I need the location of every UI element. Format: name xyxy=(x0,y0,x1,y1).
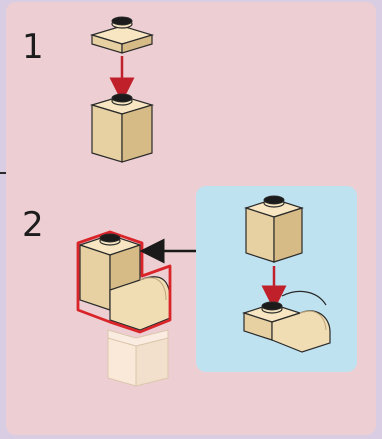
step-2-number: 2 xyxy=(22,205,44,245)
step2-base-tower-faded xyxy=(107,329,169,387)
step2-assembled-brick xyxy=(76,230,172,334)
callout-brick-1x1 xyxy=(244,195,304,263)
step1-brick-1x1 xyxy=(89,93,155,163)
page-edge-mark xyxy=(0,172,9,174)
step1-plate-1x1 xyxy=(89,16,155,54)
callout-curved-slope-piece xyxy=(242,290,331,353)
step-1-number: 1 xyxy=(22,27,44,67)
